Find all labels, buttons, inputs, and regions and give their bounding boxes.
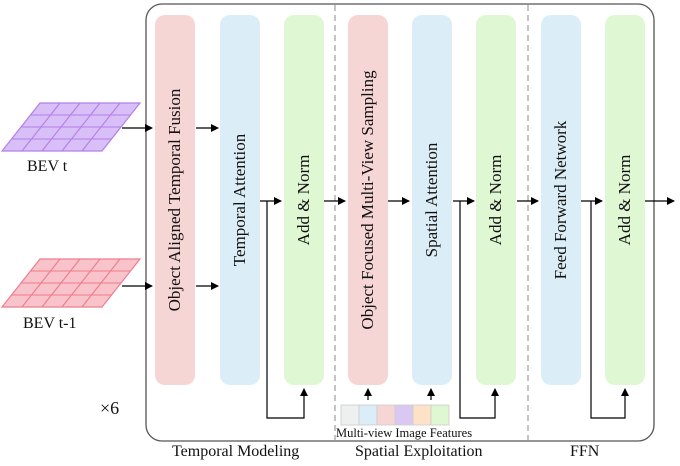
bev-t-label: BEV t <box>27 158 68 175</box>
bev-t1-grid <box>0 258 142 308</box>
stage-ffn-label: FFN <box>570 443 600 460</box>
temporal-attention-label: Temporal Attention <box>230 133 249 267</box>
add-norm-2-label: Add & Norm <box>486 154 505 246</box>
ffn-block: Feed Forward Network <box>541 15 581 385</box>
oatf-label: Object Aligned Temporal Fusion <box>165 88 184 312</box>
spatial-attention-block: Spatial Attention <box>412 15 452 385</box>
stage-temporal-label: Temporal Modeling <box>172 443 300 460</box>
add-norm-2-block: Add & Norm <box>476 15 516 385</box>
encoder-frame <box>145 3 655 442</box>
add-norm-1-block: Add & Norm <box>284 15 324 385</box>
feature-swatches <box>340 404 450 426</box>
ffn-label: Feed Forward Network <box>551 120 570 280</box>
residual-1 <box>266 201 308 419</box>
stage-spatial-label: Spatial Exploitation <box>355 443 483 460</box>
bev-t1-label: BEV t-1 <box>23 315 77 332</box>
ofmvs-label: Object Focused Multi-View Sampling <box>358 70 377 330</box>
bev-t-grid <box>0 102 142 152</box>
add-norm-3-block: Add & Norm <box>605 15 645 385</box>
add-norm-3-label: Add & Norm <box>615 154 634 246</box>
repeat-count: ×6 <box>100 398 120 418</box>
temporal-attention-block: Temporal Attention <box>220 15 260 385</box>
residual-2 <box>459 201 499 419</box>
spatial-attention-label: Spatial Attention <box>422 142 441 258</box>
ofmvs-block: Object Focused Multi-View Sampling <box>348 15 388 385</box>
oatf-block: Object Aligned Temporal Fusion <box>155 15 195 385</box>
features-label: Multi-view Image Features <box>336 426 473 440</box>
add-norm-1-label: Add & Norm <box>294 154 313 246</box>
residual-3 <box>590 201 629 419</box>
